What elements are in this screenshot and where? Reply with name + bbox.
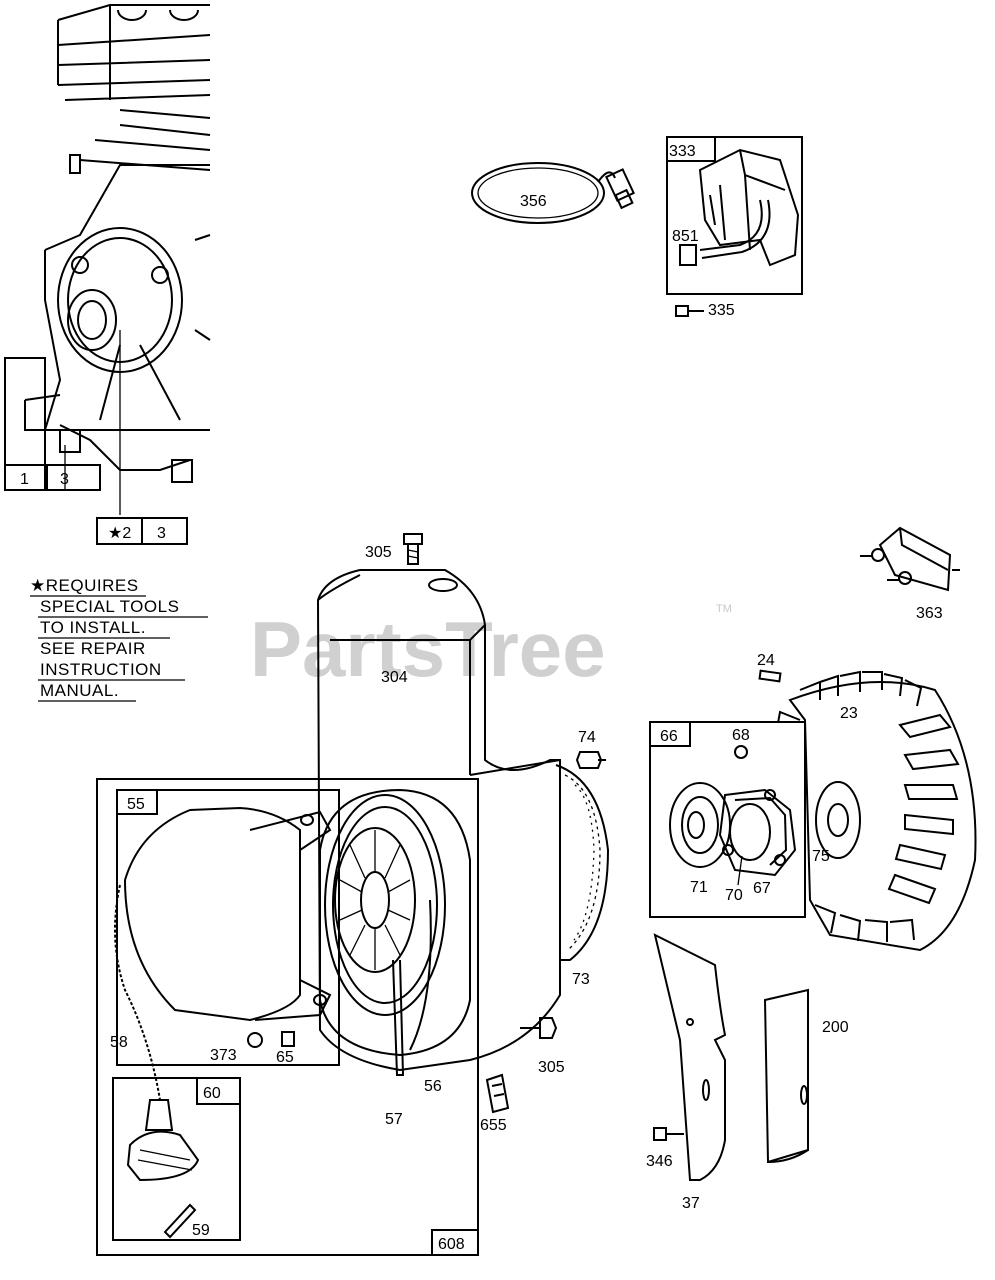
starter-clutch-drawing	[669, 782, 797, 886]
callout-75: 75	[812, 848, 830, 865]
callout-65: 65	[276, 1049, 294, 1066]
callout-304: 304	[381, 669, 408, 686]
starter-cup-drawing	[123, 806, 332, 1022]
callout-335: 335	[708, 302, 735, 319]
starter-pulley-drawing	[319, 788, 471, 1076]
ignition-armature-drawing	[679, 148, 800, 267]
callout-305: 305	[365, 544, 392, 561]
callout-37: 37	[682, 1195, 700, 1212]
air-guide-drawing	[653, 933, 727, 1181]
ground-wire-drawing	[471, 162, 635, 224]
watermark-text: PartsTree	[250, 605, 606, 693]
screw-346-drawing	[653, 1127, 684, 1141]
callout-74: 74	[578, 729, 596, 746]
note-line: TO INSTALL.	[40, 618, 146, 637]
callout-67: 67	[753, 880, 771, 897]
note-line: INSTRUCTION	[40, 660, 162, 679]
callout-200: 200	[822, 1019, 849, 1036]
note-line: SEE REPAIR	[40, 639, 146, 658]
callout-59: 59	[192, 1222, 210, 1239]
callout-71: 71	[690, 879, 708, 896]
note-line: ★REQUIRES	[30, 576, 139, 595]
callout-346: 346	[646, 1153, 673, 1170]
rotating-screen-drawing	[555, 764, 610, 961]
callout-333: 333	[669, 143, 696, 160]
callout-box-333	[666, 136, 803, 295]
callout-73: 73	[572, 971, 590, 988]
blower-housing-drawing	[316, 569, 561, 1072]
callout-70: 70	[725, 887, 743, 904]
callout-box-55	[116, 789, 340, 1066]
special-tools-note: ★REQUIRES SPECIAL TOOLS TO INSTALL. SEE …	[30, 576, 208, 702]
callout-3: 3	[157, 525, 166, 542]
callout-56: 56	[424, 1078, 442, 1095]
callout-68: 68	[732, 727, 750, 744]
callout-1: 1	[20, 471, 29, 488]
insert-59-drawing	[163, 1203, 197, 1239]
key-24-drawing	[758, 669, 782, 683]
callout-373: 373	[210, 1047, 237, 1064]
callout-655: 655	[480, 1117, 507, 1134]
note-line: SPECIAL TOOLS	[40, 597, 179, 616]
nut-74-drawing	[575, 751, 606, 769]
callout-box-60	[112, 1077, 241, 1241]
watermark-tm: TM	[716, 603, 732, 615]
callout-box-66	[649, 721, 806, 918]
callout-2: ★2	[108, 525, 131, 542]
air-guide-200-drawing	[763, 988, 809, 1164]
callout-305: 305	[538, 1059, 565, 1076]
engine-block-drawing	[24, 4, 211, 483]
screw-335-drawing	[675, 305, 704, 317]
hardware-373-65-drawing	[247, 1031, 295, 1048]
note-line: MANUAL.	[40, 681, 119, 700]
starter-handle-drawing	[126, 1099, 200, 1182]
callout-60: 60	[203, 1085, 221, 1102]
callout-851: 851	[672, 228, 699, 245]
callout-3: 3	[60, 471, 69, 488]
callout-66: 66	[660, 728, 678, 745]
callout-608: 608	[438, 1236, 465, 1253]
callout-55: 55	[127, 796, 145, 813]
flywheel-drawing	[773, 670, 977, 952]
clip-655-drawing	[485, 1073, 510, 1114]
callout-23: 23	[840, 705, 858, 722]
bolt-305-drawing	[403, 533, 423, 565]
ball-68-drawing	[734, 745, 748, 759]
callout-363: 363	[916, 605, 943, 622]
callout-58: 58	[110, 1034, 128, 1051]
callout-24: 24	[757, 652, 775, 669]
rope-58-drawing	[114, 884, 161, 1101]
callout-356: 356	[520, 193, 547, 210]
callout-box	[4, 464, 101, 491]
callout-57: 57	[385, 1111, 403, 1128]
bracket-363-drawing	[860, 526, 960, 592]
bolt-305-lower-drawing	[520, 1017, 558, 1039]
